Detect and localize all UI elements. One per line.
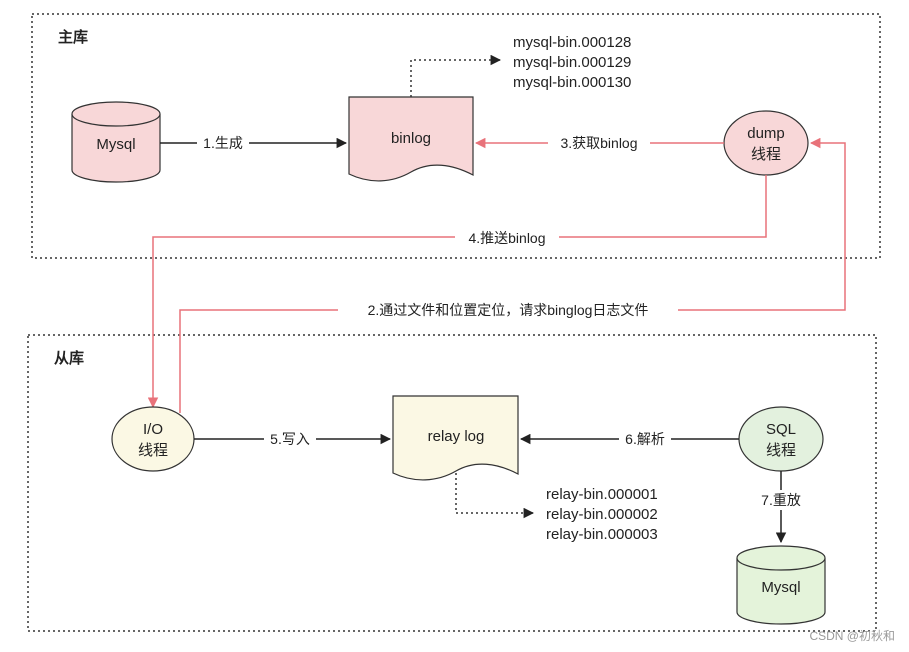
binlog-file-list: mysql-bin.000128 mysql-bin.000129 mysql-…: [513, 34, 631, 91]
master-group: [31, 13, 881, 259]
binlog-label: binlog: [391, 130, 431, 147]
sql-thread-node: SQL 线程: [738, 406, 824, 472]
sql-thread-label-2: 线程: [766, 442, 796, 459]
relay-file-3: relay-bin.000003: [546, 526, 658, 543]
watermark: CSDN @初秋和: [809, 629, 895, 643]
binlog-document: binlog: [348, 96, 474, 182]
master-mysql-label: Mysql: [96, 136, 135, 153]
slave-mysql-label: Mysql: [761, 579, 800, 596]
relay-log-document: relay log: [392, 395, 519, 481]
binlog-file-1: mysql-bin.000128: [513, 34, 631, 51]
io-thread-node: I/O 线程: [111, 406, 195, 472]
dump-thread-label-2: 线程: [751, 146, 781, 163]
edge-write-label: 5.写入: [270, 431, 310, 447]
edge-replay-label: 7.重放: [761, 492, 801, 508]
relay-file-list: relay-bin.000001 relay-bin.000002 relay-…: [546, 486, 658, 543]
binlog-file-2: mysql-bin.000129: [513, 54, 631, 71]
slave-group-title: 从库: [54, 349, 84, 367]
edge-fetch-binlog-label: 3.获取binlog: [560, 135, 637, 151]
master-group-title: 主库: [58, 28, 88, 46]
sql-thread-label-1: SQL: [766, 421, 796, 438]
io-thread-label-2: 线程: [138, 442, 168, 459]
relay-file-1: relay-bin.000001: [546, 486, 658, 503]
io-thread-label-1: I/O: [143, 421, 163, 438]
dump-thread-label-1: dump: [747, 125, 785, 142]
relay-log-label: relay log: [428, 428, 485, 445]
binlog-file-3: mysql-bin.000130: [513, 74, 631, 91]
edge-generate-label: 1.生成: [203, 135, 243, 151]
relay-files-connector: [455, 473, 535, 519]
edge-request-binlog: [179, 137, 846, 413]
slave-group: [27, 334, 877, 632]
master-mysql-db: Mysql: [71, 101, 161, 183]
dump-thread-node: dump 线程: [723, 110, 809, 176]
binlog-files-connector: [410, 54, 502, 97]
edge-parse-label: 6.解析: [625, 431, 665, 447]
slave-mysql-db: Mysql: [736, 545, 826, 625]
edge-push-binlog: [147, 175, 767, 409]
edge-request-binlog-label: 2.通过文件和位置定位，请求binglog日志文件: [368, 302, 649, 318]
relay-file-2: relay-bin.000002: [546, 506, 658, 523]
edge-push-binlog-label: 4.推送binlog: [468, 230, 545, 246]
